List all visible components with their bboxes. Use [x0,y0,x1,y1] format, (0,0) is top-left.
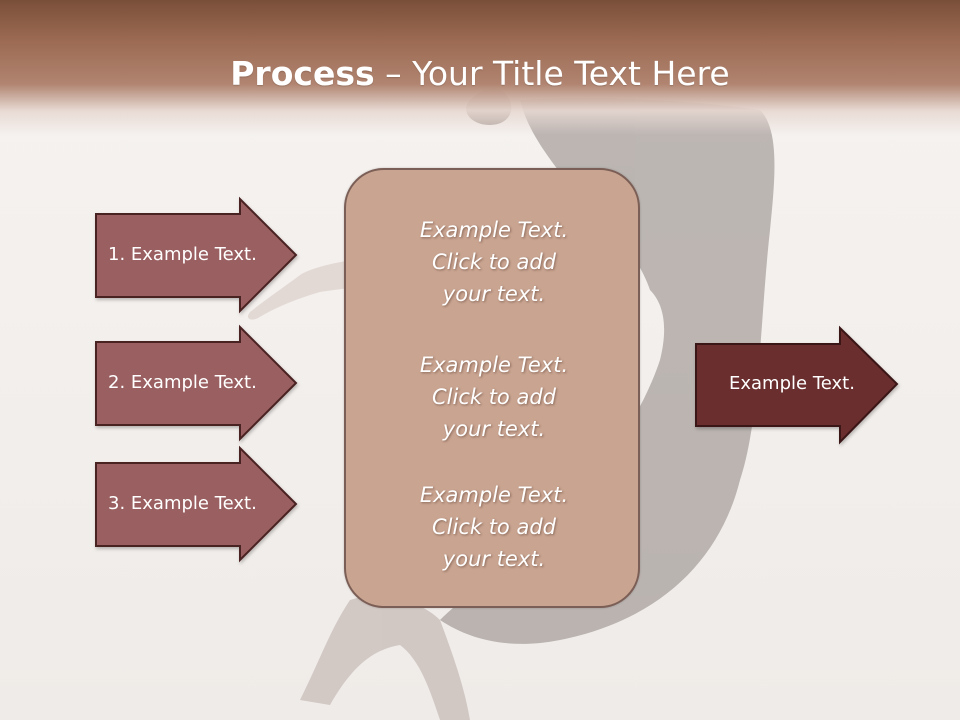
left-arrow-1-label: 1. Example Text. [108,244,257,265]
slide-title[interactable]: Process – Your Title Text Here [0,52,960,96]
center-text-box[interactable]: Example Text. Click to add your text. Ex… [344,168,640,608]
title-bold-part: Process [230,54,375,93]
center-text-3[interactable]: Example Text. Click to add your text. [419,483,569,571]
center-text-2[interactable]: Example Text. Click to add your text. [419,353,569,441]
left-arrow-2[interactable] [95,324,298,442]
center-text-1[interactable]: Example Text. Click to add your text. [419,218,569,306]
left-arrow-1[interactable] [95,196,298,314]
left-arrow-3[interactable] [95,445,298,563]
title-band [0,0,960,135]
left-arrow-2-label: 2. Example Text. [108,372,257,393]
title-rest-part: – Your Title Text Here [374,54,730,93]
left-arrow-3-label: 3. Example Text. [108,493,257,514]
right-arrow-label: Example Text. [729,373,855,394]
right-arrow[interactable] [695,325,899,445]
